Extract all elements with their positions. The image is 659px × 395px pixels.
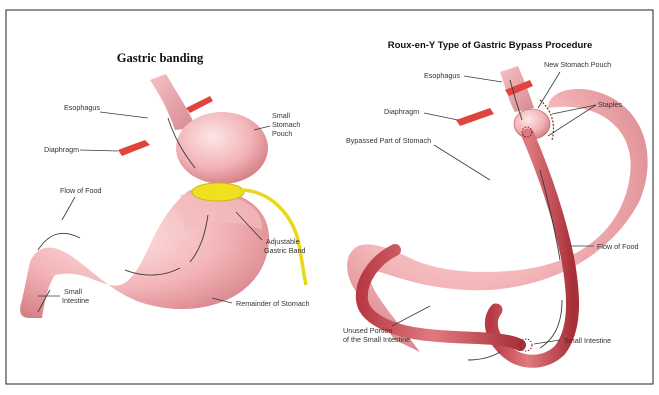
leader-esophagus — [100, 112, 148, 118]
flow-arrow-4 — [38, 233, 80, 250]
label-remainder: Remainder of Stomach — [236, 299, 310, 308]
label-band-1: Adjustable — [266, 237, 300, 246]
r-label-small-intestine: Small Intestine — [564, 336, 611, 345]
right-panel-title: Roux-en-Y Type of Gastric Bypass Procedu… — [388, 40, 593, 51]
label-band-2: Gastric Band — [264, 246, 306, 255]
r-label-unused-2: of the Small Intestine — [343, 335, 410, 344]
r-label-unused-1: Unused Portion — [343, 326, 393, 335]
label-esophagus: Esophagus — [64, 103, 100, 112]
label-pouch-3: Pouch — [272, 129, 292, 138]
r-label-staples: Staples — [598, 100, 622, 109]
r-label-bypassed: Bypassed Part of Stomach — [346, 136, 431, 145]
label-diaphragm: Diaphragm — [44, 145, 79, 154]
label-small-intestine-2: Intestine — [62, 296, 89, 305]
r-label-flow-of-food: Flow of Food — [597, 242, 639, 251]
r-label-esophagus: Esophagus — [424, 71, 460, 80]
r-leader-unused — [392, 306, 430, 326]
left-diaphragm-right — [186, 96, 213, 113]
label-pouch-2: Stomach — [272, 120, 300, 129]
r-flow-arrow-4 — [468, 352, 500, 360]
leader-diaphragm — [80, 150, 118, 151]
left-diaphragm-left — [118, 140, 150, 156]
gastric-band — [192, 183, 244, 201]
r-leader-small-intestine — [534, 340, 560, 344]
left-panel-title: Gastric banding — [117, 51, 204, 65]
left-esophagus — [150, 74, 196, 130]
label-pouch-1: Small — [272, 111, 290, 120]
leader-flow — [62, 197, 75, 220]
roux-limb — [491, 135, 572, 361]
r-leader-bypassed — [434, 145, 490, 180]
r-leader-diaphragm — [424, 113, 458, 120]
right-diaphragm-left — [456, 108, 494, 126]
label-small-intestine-1: Small — [64, 287, 82, 296]
r-leader-esophagus — [464, 76, 502, 82]
r-label-new-pouch: New Stomach Pouch — [544, 60, 611, 69]
r-label-diaphragm: Diaphragm — [384, 107, 419, 116]
small-stomach-pouch — [176, 112, 268, 184]
label-flow-of-food: Flow of Food — [60, 186, 102, 195]
